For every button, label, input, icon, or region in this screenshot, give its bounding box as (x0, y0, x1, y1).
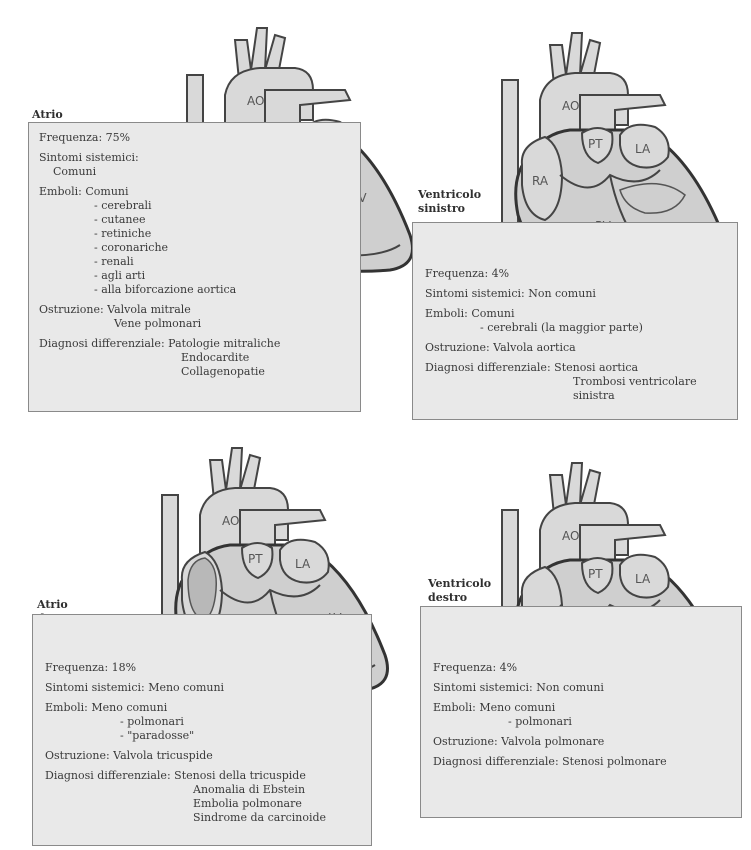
frequency-text: Frequenza: 4% (425, 267, 727, 281)
differential-text: Diagnosi differenziale: Stenosi polmonar… (433, 755, 731, 769)
emboli-item: - coronariche (39, 241, 350, 255)
info-box: Frequenza: 4% Sintomi sistemici: Non com… (412, 222, 738, 420)
emboli-item: - agli arti (39, 269, 350, 283)
label-ao: AO (562, 529, 579, 543)
differential-item: Sindrome da carcinoide (45, 811, 361, 825)
differential-item: Embolia polmonare (45, 797, 361, 811)
emboli-item: - cerebrali (la maggior parte) (425, 321, 727, 335)
info-box: Frequenza: 75% Sintomi sistemici: Comuni… (28, 122, 361, 412)
differential-item: Collagenopatie (39, 365, 350, 379)
differential-item: Stenosi della tricuspide (174, 769, 306, 782)
label-la: LA (635, 142, 651, 156)
obstruction-text: Ostruzione: Valvola mitrale (39, 303, 350, 317)
info-box: Frequenza: 4% Sintomi sistemici: Non com… (420, 606, 742, 818)
emboli-item: - renali (39, 255, 350, 269)
emboli-label: Emboli: Meno comuni (433, 701, 731, 715)
label-pt: PT (588, 567, 603, 581)
panel-title: Ventricolo sinistro (418, 188, 481, 216)
emboli-label: Emboli: Meno comuni (45, 701, 361, 715)
frequency-text: Frequenza: 4% (433, 661, 731, 675)
systemic-value: Comuni (39, 165, 350, 179)
emboli-item: - polmonari (433, 715, 731, 729)
emboli-item: - polmonari (45, 715, 361, 729)
label-la: LA (295, 557, 311, 571)
differential-item: Stenosi aortica (554, 361, 638, 374)
differential-label: Diagnosi differenziale: Stenosi della tr… (45, 769, 361, 783)
emboli-label: Emboli: Comuni (425, 307, 727, 321)
label-la: LA (635, 572, 651, 586)
systemic-text: Sintomi sistemici: Non comuni (433, 681, 731, 695)
emboli-label: Emboli: Comuni (39, 185, 350, 199)
label-pt: PT (248, 552, 263, 566)
emboli-item: - alla biforcazione aortica (39, 283, 350, 297)
differential-item: sinistra (425, 389, 727, 403)
obstruction-text: Ostruzione: Valvola polmonare (433, 735, 731, 749)
obstruction-text: Ostruzione: Valvola tricuspide (45, 749, 361, 763)
differential-label: Diagnosi differenziale: Stenosi aortica (425, 361, 727, 375)
label-ao: AO (222, 514, 239, 528)
label-pt: PT (588, 137, 603, 151)
differential-item: Trombosi ventricolare (425, 375, 727, 389)
systemic-text: Sintomi sistemici: Meno comuni (45, 681, 361, 695)
obstruction-text: Ostruzione: Valvola aortica (425, 341, 727, 355)
emboli-item: - "paradosse" (45, 729, 361, 743)
differential-item: Anomalia di Ebstein (45, 783, 361, 797)
obstruction-extra: Vene polmonari (39, 317, 350, 331)
emboli-item: - retiniche (39, 227, 350, 241)
panel-title: Ventricolo destro (428, 577, 491, 605)
frequency-text: Frequenza: 75% (39, 131, 350, 145)
label-ra: RA (532, 174, 549, 188)
differential-item: Endocardite (39, 351, 350, 365)
differential-item: Patologie mitraliche (168, 337, 280, 350)
frequency-text: Frequenza: 18% (45, 661, 361, 675)
systemic-text: Sintomi sistemici: Non comuni (425, 287, 727, 301)
emboli-item: - cutanee (39, 213, 350, 227)
systemic-label: Sintomi sistemici: (39, 151, 350, 165)
emboli-item: - cerebrali (39, 199, 350, 213)
label-ao: AO (247, 94, 264, 108)
differential-label: Diagnosi differenziale: Patologie mitral… (39, 337, 350, 351)
label-ao: AO (562, 99, 579, 113)
info-box: Frequenza: 18% Sintomi sistemici: Meno c… (32, 614, 372, 846)
